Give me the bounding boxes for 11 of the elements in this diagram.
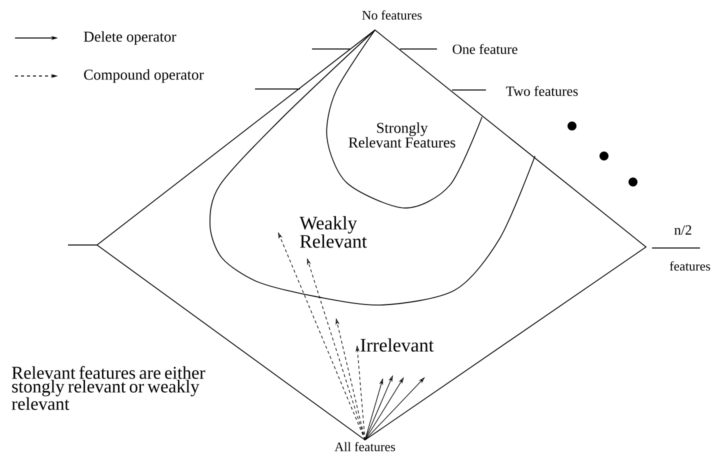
legend-text: Compound operator [84, 69, 204, 83]
note-text: Relevant features are either stongly relevant or weakly relevant [12, 366, 206, 410]
region-label: Strongly Relevant Features [348, 122, 456, 148]
level-label: n/2 [674, 225, 692, 235]
legend-text: Delete operator [84, 31, 176, 45]
level-label: features [670, 261, 710, 271]
level-label: Two features [506, 86, 578, 96]
vertex-label: All features [334, 442, 396, 452]
level-label: One feature [452, 44, 518, 54]
region-label: Weakly Relevant [300, 216, 367, 248]
region-label: Irrelevant [360, 338, 434, 352]
